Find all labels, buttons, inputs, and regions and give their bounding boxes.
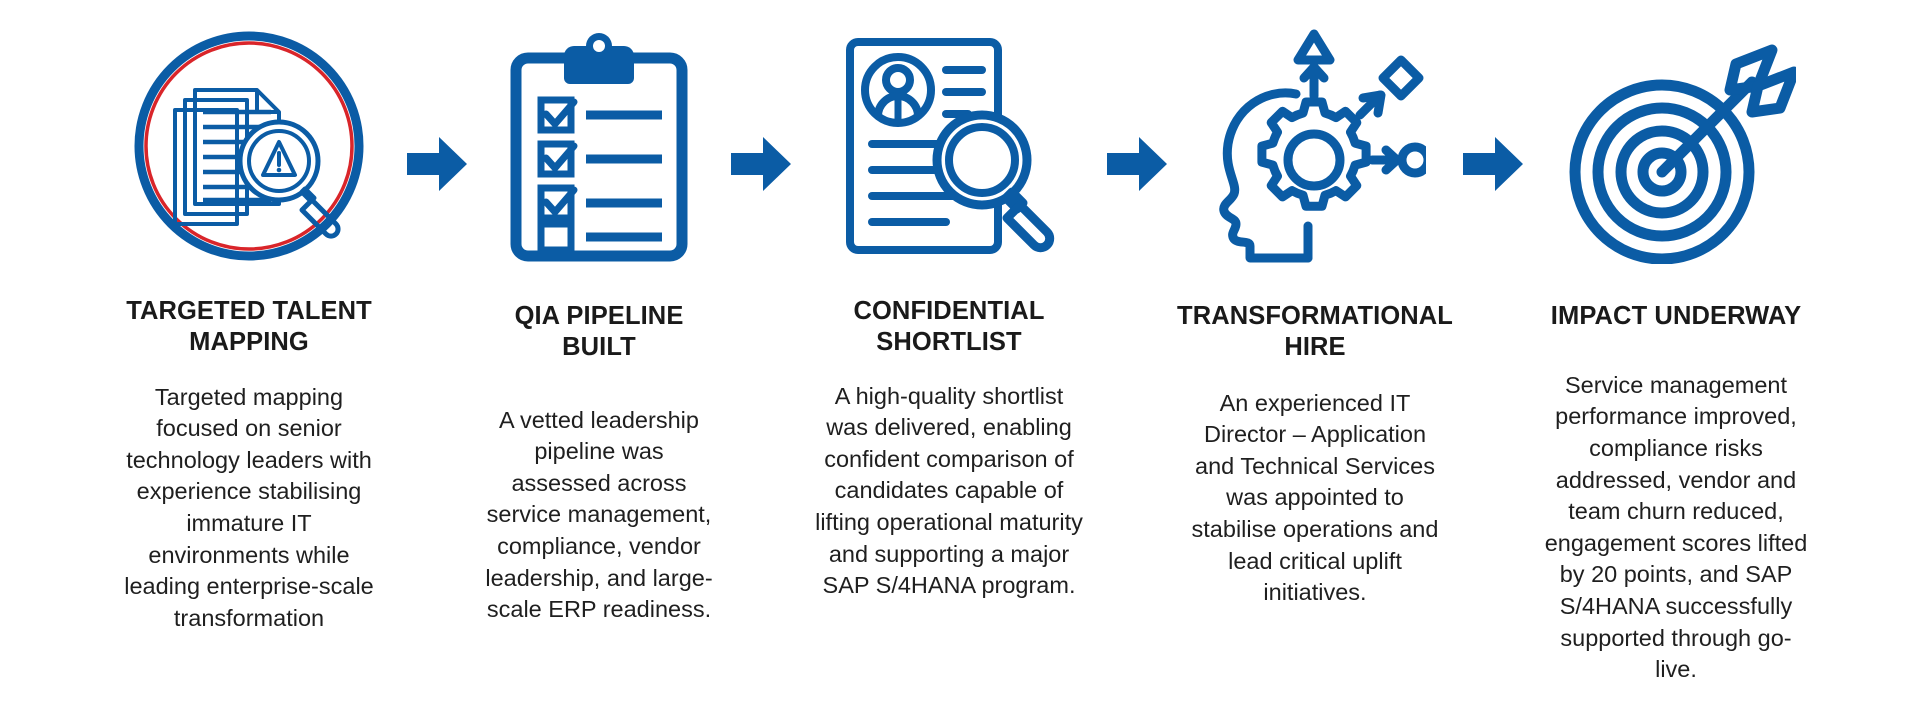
step-description: Service management performance improved,… <box>1544 371 1808 683</box>
right-arrow-icon <box>399 36 475 292</box>
right-arrow-icon <box>1099 36 1175 292</box>
step-description: An experienced IT Director – Application… <box>1191 389 1439 606</box>
step-title: QIA PIPELINE BUILT <box>514 302 684 361</box>
process-flow: TARGETED TALENT MAPPING Targeted mapping… <box>99 18 1821 686</box>
step-description: Targeted mapping focused on senior techn… <box>124 383 374 631</box>
right-arrow-icon <box>723 36 799 292</box>
right-arrow-icon <box>1455 36 1531 292</box>
step-title: IMPACT UNDERWAY <box>1550 302 1802 330</box>
step-title: TARGETED TALENT MAPPING <box>126 297 372 356</box>
target-arrow-bullseye-icon <box>1531 18 1821 274</box>
head-gear-innovation-icon <box>1175 18 1455 274</box>
clipboard-checklist-icon <box>475 18 723 274</box>
documents-magnifier-warning-icon <box>99 18 399 274</box>
step-title: CONFIDENTIAL SHORTLIST <box>853 297 1045 356</box>
step-description: A high-quality shortlist was delivered, … <box>815 382 1083 599</box>
resume-profile-magnifier-icon <box>799 18 1099 274</box>
step-impact-underway: IMPACT UNDERWAY Service management perfo… <box>1531 18 1821 686</box>
step-qia-pipeline-built: QIA PIPELINE BUILT A vetted leadership p… <box>475 18 723 626</box>
step-description: A vetted leadership pipeline was assesse… <box>485 406 713 623</box>
step-title: TRANSFORMATIONAL HIRE <box>1177 302 1453 361</box>
step-targeted-talent-mapping: TARGETED TALENT MAPPING Targeted mapping… <box>99 18 399 634</box>
step-confidential-shortlist: CONFIDENTIAL SHORTLIST A high-quality sh… <box>799 18 1099 602</box>
step-transformational-hire: TRANSFORMATIONAL HIRE An experienced IT … <box>1175 18 1455 609</box>
